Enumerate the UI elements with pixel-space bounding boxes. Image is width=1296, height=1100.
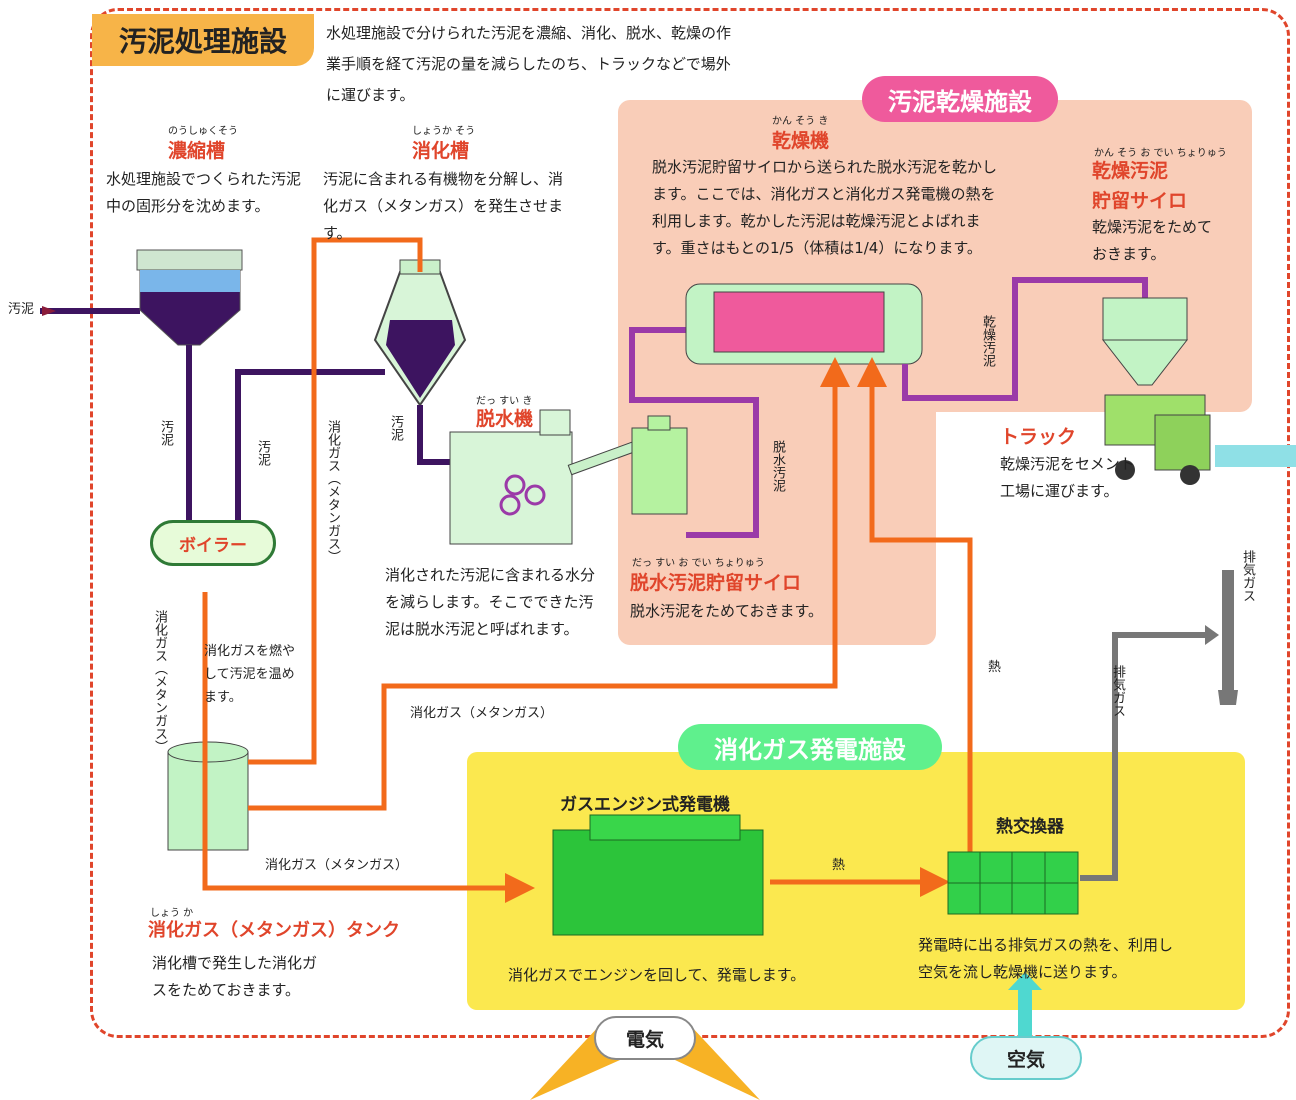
- digester-tank: [373, 259, 467, 407]
- label-gas-to-dryer: 消化ガス（メタンガス）: [410, 706, 554, 721]
- gas-tank: [167, 741, 249, 851]
- dryer-drum: [685, 283, 923, 365]
- dewatered-silo-desc: 脱水汚泥をためておきます。: [630, 602, 824, 620]
- label-sludge-digester: 汚泥: [388, 415, 403, 441]
- dried-silo-desc: 乾燥汚泥をためておきます。: [1092, 218, 1213, 263]
- gas-tank-desc: 消化槽で発生した消化ガスをためておきます。: [152, 954, 318, 999]
- label-sludge-up: 汚泥: [255, 440, 270, 466]
- boiler-desc: 消化ガスを燃やして汚泥を温めます。: [204, 644, 296, 705]
- dryer-desc: 脱水汚泥貯留サイロから送られた脱水汚泥を乾かします。ここでは、消化ガスと消化ガス…: [652, 158, 998, 257]
- air-arrow: [1008, 972, 1042, 1040]
- label-exhaust-1: 排気ガス: [1110, 665, 1125, 717]
- label-dried: 乾燥汚泥: [980, 315, 995, 367]
- dried-silo-ruby: かん そう お でい ちょりゅう: [1094, 148, 1227, 159]
- dehydrator-machine: [449, 409, 639, 545]
- dried-sludge-silo: [1101, 297, 1189, 386]
- label-heat-2: 熱: [988, 660, 1002, 675]
- digester-name: 消化槽: [412, 140, 470, 162]
- dried-silo-name-2: 貯留サイロ: [1092, 190, 1188, 212]
- label-heat-1: 熱: [832, 858, 846, 873]
- generator-name: ガスエンジン式発電機: [560, 795, 730, 815]
- gas-tank-ruby: しょう か: [150, 908, 194, 919]
- heat-exchanger: [947, 851, 1079, 915]
- generator-desc: 消化ガスでエンジンを回して、発電します。: [508, 966, 806, 984]
- power-zone-title: 消化ガス発電施設: [678, 724, 942, 770]
- label-exhaust-2: 排気ガス: [1240, 550, 1255, 602]
- dried-silo-name-1: 乾燥汚泥: [1092, 160, 1169, 182]
- truck: [1104, 394, 1296, 485]
- label-sludge-down: 汚泥: [158, 420, 173, 446]
- dewatered-silo-ruby: だっ すい お でい ちょりゅう: [632, 558, 765, 569]
- dryer-ruby: かん そう き: [772, 116, 829, 127]
- intro-text: 水処理施設で分けられた汚泥を濃縮、消化、脱水、乾燥の作業手順を経て汚泥の量を減ら…: [326, 24, 732, 104]
- label-sludge-in: 汚泥: [8, 302, 35, 317]
- heat-exchanger-desc: 発電時に出る排気ガスの熱を、利用し空気を流し乾燥機に送ります。: [918, 936, 1174, 981]
- truck-name: トラック: [1000, 426, 1077, 448]
- label-gas-boiler: 消化ガス（メタンガス）: [152, 610, 167, 753]
- drying-zone-title: 汚泥乾燥施設: [862, 76, 1058, 122]
- thickener-desc: 水処理施設でつくられた汚泥中の固形分を沈めます。: [106, 170, 302, 215]
- dehydrator-desc: 消化された汚泥に含まれる水分を減らします。そこでできた汚泥は脱水汚泥と呼ばれます…: [385, 566, 596, 638]
- boiler: ボイラー: [150, 520, 276, 566]
- gas-tank-name: 消化ガス（メタンガス）タンク: [148, 920, 400, 941]
- dewatered-silo: [631, 415, 688, 515]
- electricity-bolt-right: [675, 1025, 760, 1100]
- truck-desc: 乾燥汚泥をセメント工場に運びます。: [1000, 455, 1135, 500]
- electricity-label: 電気: [594, 1016, 696, 1060]
- air-label: 空気: [970, 1036, 1082, 1080]
- dehydrator-ruby: だっ すい き: [476, 396, 533, 407]
- digester-desc: 汚泥に含まれる有機物を分解し、消化ガス（メタンガス）を発生させます。: [323, 170, 564, 242]
- thickener-name: 濃縮槽: [168, 140, 226, 162]
- dewatered-silo-name: 脱水汚泥貯留サイロ: [630, 572, 802, 594]
- heat-exchanger-name: 熱交換器: [996, 817, 1064, 837]
- dehydrator-name: 脱水機: [476, 408, 534, 430]
- label-gas-to-gen: 消化ガス（メタンガス）: [265, 858, 409, 873]
- label-dewatered: 脱水汚泥: [770, 440, 785, 492]
- label-gas-digester: 消化ガス（メタンガス）: [325, 420, 340, 563]
- thickener-ruby: のうしゅくそう: [168, 126, 238, 137]
- dryer-name: 乾燥機: [772, 130, 830, 152]
- page-title: 汚泥処理施設: [92, 14, 314, 66]
- digester-ruby: しょうか そう: [412, 126, 476, 137]
- gas-engine-generator: [552, 814, 764, 936]
- thickener-tank: [136, 249, 243, 346]
